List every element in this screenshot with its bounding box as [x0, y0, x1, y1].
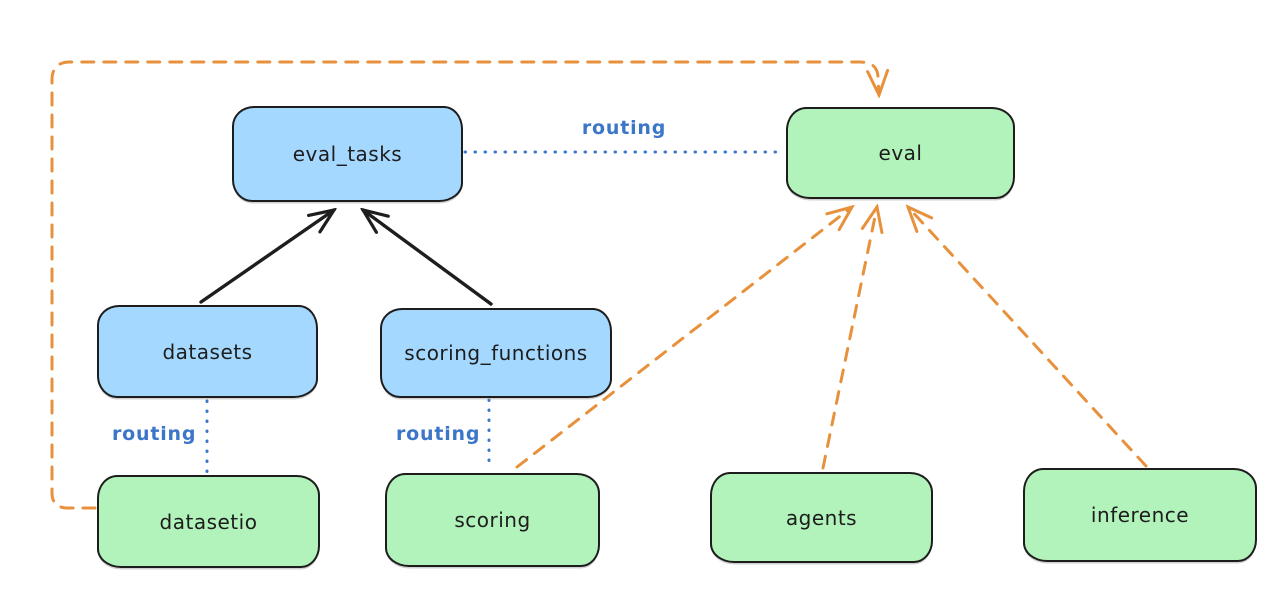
- node-datasets: datasets: [97, 305, 318, 398]
- node-scoring-label: scoring: [454, 508, 531, 532]
- edge-scoring-to-eval: [515, 207, 852, 469]
- node-inference-label: inference: [1090, 503, 1190, 527]
- routing-label-eval-tasks-eval: routing: [581, 117, 667, 139]
- node-scoring-functions: scoring_functions: [380, 308, 612, 398]
- node-datasetio: datasetio: [97, 475, 320, 568]
- node-eval: eval: [786, 107, 1015, 199]
- edge-datasets-to-eval-tasks: [199, 210, 334, 304]
- node-eval-tasks-label: eval_tasks: [292, 142, 403, 166]
- node-eval-tasks: eval_tasks: [232, 106, 463, 202]
- node-eval-label: eval: [878, 141, 923, 165]
- node-scoring-functions-label: scoring_functions: [404, 341, 588, 365]
- node-scoring: scoring: [385, 473, 600, 567]
- node-datasets-label: datasets: [162, 339, 253, 364]
- node-agents-label: agents: [785, 505, 858, 530]
- node-agents: agents: [710, 472, 933, 563]
- routing-label-datasets-datasetio: routing: [112, 423, 197, 445]
- node-inference: inference: [1023, 468, 1257, 562]
- node-datasetio-label: datasetio: [159, 509, 258, 534]
- routing-label-scoring-functions-scoring: routing: [396, 423, 481, 445]
- edge-inference-to-eval: [908, 207, 1148, 468]
- edge-agents-to-eval: [821, 207, 877, 470]
- edge-scoring-functions-to-eval-tasks: [363, 210, 493, 306]
- edge-datasetio-to-eval: [50, 60, 879, 510]
